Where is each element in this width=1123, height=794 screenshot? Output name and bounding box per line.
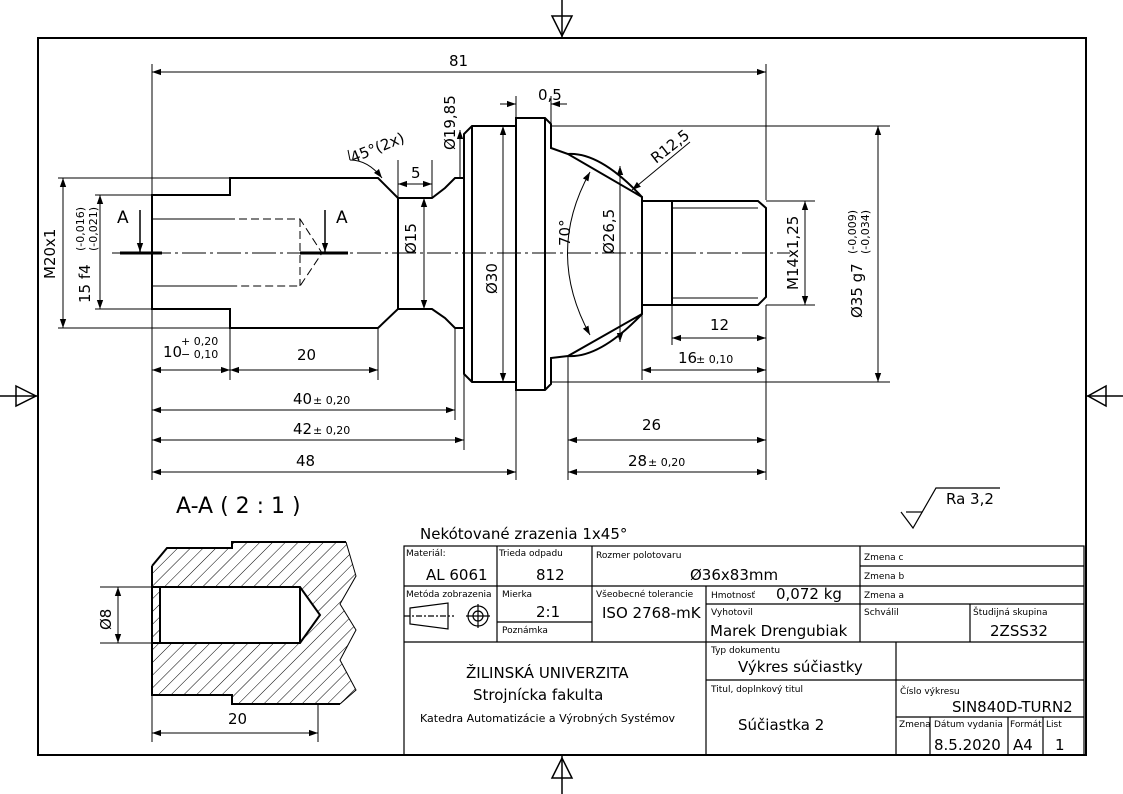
tb-tol-label: Všeobecné tolerancie <box>596 589 694 600</box>
dim-d26: Ø26,5 <box>600 209 618 254</box>
section-label-left: A <box>117 208 129 228</box>
dim-28: 28 <box>628 452 647 470</box>
tb-list: 1 <box>1055 736 1065 754</box>
tb-cislo-label: Číslo výkresu <box>900 685 960 697</box>
tb-datum: 8.5.2020 <box>934 736 1001 754</box>
dim-42: 42 <box>293 420 312 438</box>
tb-material: AL 6061 <box>426 566 488 584</box>
tb-mierka: 2:1 <box>536 603 560 621</box>
tb-university: ŽILINSKÁ UNIVERZITA <box>466 663 629 682</box>
tb-cislo: SIN840D-TURN2 <box>952 698 1073 716</box>
tb-datum-label: Dátum vydania <box>934 720 1003 730</box>
dim-tol-right-upper: (-0,009) <box>846 210 859 254</box>
general-note: Nekótované zrazenia 1x45° <box>420 525 627 543</box>
dim-d30: Ø30 <box>483 263 501 294</box>
dim-48: 48 <box>296 452 315 470</box>
dim-tol-left: 15 f4 (-0,016) (-0,021) <box>74 207 100 303</box>
tb-hmot: 0,072 kg <box>776 585 842 603</box>
section-dim-20: 20 <box>228 710 247 728</box>
roughness-value: Ra 3,2 <box>946 490 994 508</box>
tb-department: Katedra Automatizácie a Výrobných Systém… <box>420 712 676 725</box>
dim-20: 20 <box>297 346 316 364</box>
title-block-grid <box>403 545 1085 756</box>
section-label-right: A <box>336 208 348 228</box>
dim-10-lower: − 0,10 <box>181 348 218 361</box>
tb-vyhot: Marek Drengubiak <box>710 622 848 640</box>
dim-42-tol: ± 0,20 <box>313 424 350 437</box>
section-dim-d8: Ø8 <box>97 609 115 630</box>
tb-skupina-label: Študijná skupina <box>973 606 1048 618</box>
tb-hmot-label: Hmotnosť <box>711 591 755 601</box>
title-block-texts: Materiál: AL 6061 Trieda odpadu 812 Rozm… <box>406 549 1073 754</box>
dim-10-upper: + 0,20 <box>181 335 218 348</box>
tb-format-label: Formát <box>1010 720 1042 730</box>
dim-groove: 0,5 <box>538 86 562 104</box>
tb-faculty: Strojnícka fakulta <box>473 686 603 704</box>
tb-zmena-a: Zmena a <box>864 591 904 601</box>
roughness-symbol <box>900 487 1000 530</box>
dim-angle: 70° <box>556 219 574 246</box>
dim-tol-left-upper: (-0,016) <box>74 207 87 251</box>
tb-trieda: 812 <box>536 566 565 584</box>
tb-schvalil-label: Schválil <box>864 608 899 618</box>
tb-metoda-label: Metóda zobrazenia <box>406 589 492 600</box>
dimension-texts: 81 0,5 Ø19,85 45°(2x) 5 R12,5 Ø15 Ø30 Ø2… <box>41 52 872 470</box>
tb-typ: Výkres súčiastky <box>738 658 863 676</box>
tb-typ-label: Typ dokumentu <box>710 646 780 656</box>
part-outline <box>151 117 767 391</box>
tb-titul: Súčiastka 2 <box>738 716 824 734</box>
dim-radius: R12,5 <box>647 126 693 167</box>
tb-zmena-c: Zmena c <box>864 553 904 563</box>
tb-zmena-b: Zmena b <box>864 572 905 582</box>
section-title: A-A ( 2 : 1 ) <box>176 494 301 519</box>
dim-thread-right: M14x1,25 <box>784 216 802 290</box>
dimension-lines <box>59 68 882 476</box>
section-view <box>100 541 357 742</box>
dim-12: 12 <box>710 316 729 334</box>
extension-lines <box>58 64 890 480</box>
dim-thread-left: M20x1 <box>41 229 59 279</box>
dim-10: 10 <box>163 343 182 361</box>
dim-40-tol: ± 0,20 <box>313 394 350 407</box>
dim-d15: Ø15 <box>402 223 420 254</box>
tb-material-label: Materiál: <box>406 549 446 559</box>
tb-tol: ISO 2768-mK <box>602 604 702 622</box>
dim-81: 81 <box>449 52 468 70</box>
section-arrows <box>136 210 329 252</box>
dim-tol-right: Ø35 g7 (-0,009) (-0,034) <box>846 210 872 318</box>
dim-26: 26 <box>642 416 661 434</box>
tb-skupina: 2ZSS32 <box>990 622 1048 640</box>
dim-16-tol: ± 0,10 <box>696 353 733 366</box>
dim-tol-right-lower: (-0,034) <box>859 210 872 254</box>
dim-28-tol: ± 0,20 <box>648 456 685 469</box>
tb-list-label: List <box>1046 720 1062 730</box>
tb-titul-label: Titul, doplnkový titul <box>710 685 803 695</box>
tb-zmena-label: Zmena <box>899 720 931 730</box>
dim-tol-right-main: Ø35 g7 <box>848 263 866 318</box>
tb-trieda-label: Trieda odpadu <box>498 549 563 559</box>
dim-40: 40 <box>293 390 312 408</box>
dim-neck-width: 5 <box>411 164 421 182</box>
tb-rozmer: Ø36x83mm <box>690 566 778 584</box>
dim-16: 16 <box>678 349 697 367</box>
dim-tol-left-lower: (-0,021) <box>87 207 100 251</box>
tb-vyhot-label: Vyhotovil <box>711 608 753 618</box>
dim-tol-left-main: 15 f4 <box>76 264 94 303</box>
tb-poznamka-label: Poznámka <box>502 626 548 636</box>
dim-neck-diameter: Ø19,85 <box>441 95 459 150</box>
tb-format: A4 <box>1013 736 1033 754</box>
tb-rozmer-label: Rozmer polotovaru <box>596 551 681 561</box>
projection-method-icon <box>404 602 490 630</box>
tb-mierka-label: Mierka <box>502 590 532 600</box>
